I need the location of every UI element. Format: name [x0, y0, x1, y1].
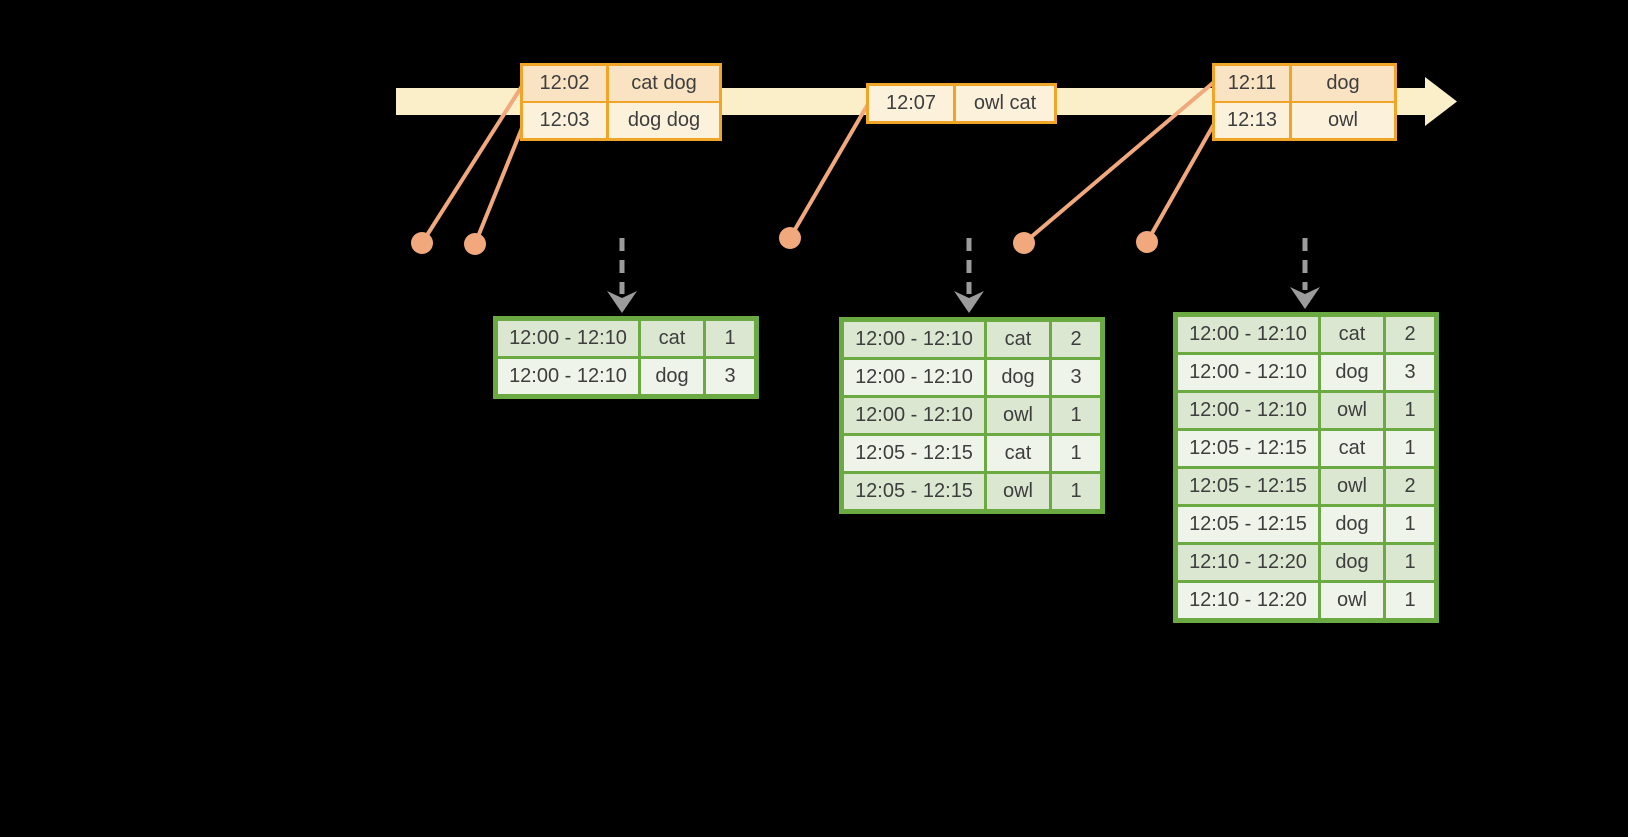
- event-words-cell: dog dog: [609, 103, 719, 138]
- window-cell: 12:05 - 12:15: [844, 474, 984, 509]
- event-connector-line: [788, 102, 870, 240]
- event-marker-dot: [1013, 232, 1035, 254]
- event-connector-line: [473, 127, 524, 245]
- count-cell: 3: [1052, 360, 1100, 395]
- trigger-arrows: [607, 238, 1320, 313]
- word-cell: cat: [987, 436, 1049, 471]
- event-words-cell: cat dog: [609, 66, 719, 101]
- count-cell: 1: [1052, 398, 1100, 433]
- word-cell: owl: [1321, 469, 1383, 504]
- event-connector-line: [1145, 123, 1216, 243]
- event-connector-line: [1022, 80, 1216, 245]
- event-connectors: [411, 80, 1216, 255]
- count-cell: 1: [1386, 431, 1434, 466]
- word-cell: dog: [1321, 507, 1383, 542]
- window-cell: 12:05 - 12:15: [1178, 431, 1318, 466]
- event-time-cell: 12:07: [869, 86, 953, 121]
- window-cell: 12:05 - 12:15: [1178, 469, 1318, 504]
- window-cell: 12:00 - 12:10: [1178, 355, 1318, 390]
- window-cell: 12:00 - 12:10: [844, 322, 984, 357]
- window-cell: 12:00 - 12:10: [1178, 393, 1318, 428]
- window-cell: 12:00 - 12:10: [844, 398, 984, 433]
- word-cell: cat: [641, 321, 703, 356]
- window-cell: 12:00 - 12:10: [498, 321, 638, 356]
- event-time-cell: 12:03: [523, 103, 606, 138]
- count-cell: 2: [1052, 322, 1100, 357]
- count-cell: 2: [1386, 317, 1434, 352]
- word-cell: owl: [987, 474, 1049, 509]
- trigger-down-arrowhead-icon: [1290, 287, 1320, 309]
- count-cell: 1: [1386, 393, 1434, 428]
- count-cell: 1: [1386, 545, 1434, 580]
- word-cell: cat: [987, 322, 1049, 357]
- window-cell: 12:00 - 12:10: [844, 360, 984, 395]
- word-cell: dog: [1321, 545, 1383, 580]
- event-connector-line: [420, 84, 524, 245]
- word-cell: owl: [1321, 393, 1383, 428]
- event-marker-dot: [464, 233, 486, 255]
- count-cell: 1: [1386, 507, 1434, 542]
- event-marker-dot: [411, 232, 433, 254]
- window-cell: 12:05 - 12:15: [844, 436, 984, 471]
- window-cell: 12:10 - 12:20: [1178, 583, 1318, 618]
- trigger-down-arrowhead-icon: [954, 291, 984, 313]
- word-cell: dog: [1321, 355, 1383, 390]
- word-cell: dog: [987, 360, 1049, 395]
- count-cell: 1: [1052, 436, 1100, 471]
- event-time-cell: 12:02: [523, 66, 606, 101]
- event-words-cell: dog: [1292, 66, 1394, 101]
- window-cell: 12:10 - 12:20: [1178, 545, 1318, 580]
- event-time-cell: 12:13: [1215, 103, 1289, 138]
- event-words-cell: owl cat: [956, 86, 1054, 121]
- word-cell: cat: [1321, 431, 1383, 466]
- window-cell: 12:00 - 12:10: [1178, 317, 1318, 352]
- timeline-arrowhead-icon: [1425, 77, 1457, 126]
- window-cell: 12:05 - 12:15: [1178, 507, 1318, 542]
- word-cell: owl: [1321, 583, 1383, 618]
- count-cell: 3: [706, 359, 754, 394]
- count-cell: 1: [1052, 474, 1100, 509]
- count-cell: 1: [706, 321, 754, 356]
- word-cell: cat: [1321, 317, 1383, 352]
- event-marker-dot: [779, 227, 801, 249]
- event-words-cell: owl: [1292, 103, 1394, 138]
- word-cell: dog: [641, 359, 703, 394]
- count-cell: 1: [1386, 583, 1434, 618]
- trigger-down-arrowhead-icon: [607, 291, 637, 313]
- event-marker-dot: [1136, 231, 1158, 253]
- count-cell: 3: [1386, 355, 1434, 390]
- event-time-cell: 12:11: [1215, 66, 1289, 101]
- window-cell: 12:00 - 12:10: [498, 359, 638, 394]
- count-cell: 2: [1386, 469, 1434, 504]
- word-cell: owl: [987, 398, 1049, 433]
